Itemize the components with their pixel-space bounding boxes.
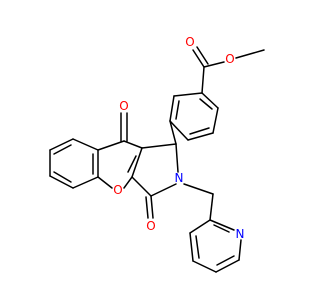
atom-label-text: O (119, 99, 128, 113)
bond-benzene-4 (187, 132, 214, 141)
bond-carbonyl-ring (201, 66, 205, 94)
bond-benzene-2-inner (175, 100, 180, 120)
bond-ring-junction-c2-inner (127, 155, 137, 173)
bond-benzene-ch (169, 120, 177, 145)
bond-lactam-o-b (145, 196, 149, 219)
bond-ch2-pyridine (209, 193, 214, 221)
bond-pyridine-3-inner (216, 255, 235, 266)
atom-label-text: N (236, 227, 245, 241)
bond-c6-c5 (49, 138, 74, 151)
bond-pyridine-4 (192, 260, 217, 273)
bond-benzene-6-inner (199, 98, 213, 110)
bond-c6-c5-inner (53, 144, 72, 155)
bond-pyridine-5-inner (195, 235, 200, 259)
bond-carbonyl-o-double-b (196, 46, 209, 65)
bond-oether-carbonyl (203, 61, 225, 68)
bond-carbonyl-o-double-a (192, 49, 205, 68)
atom-label-text: O (225, 52, 234, 66)
bonds (49, 46, 265, 273)
bond-c2-ring-o (123, 176, 133, 189)
atom-ester-ether-oxygen: O (225, 52, 234, 66)
bond-n-ch2 (183, 183, 214, 195)
atom-label-text: O (146, 219, 155, 233)
bond-pyridine-1 (209, 219, 235, 231)
atom-pyran-ring-oxygen: O (113, 183, 122, 197)
bond-c8a-c8 (72, 176, 99, 189)
bond-benzene-2 (169, 95, 175, 122)
bond-pyridine-3 (215, 259, 240, 273)
bond-ring-o-c8a (97, 176, 113, 189)
bond-methyl-oether (235, 49, 265, 59)
bond-n-lactam-carbon (150, 183, 177, 197)
bond-benzene-3 (169, 120, 189, 141)
atom-labels: O O O O O N N (113, 35, 244, 241)
atom-lactam-oxygen: O (146, 219, 155, 233)
atom-pyridine-nitrogen: N (236, 227, 245, 241)
atom-lactam-nitrogen: N (175, 171, 184, 185)
atom-ester-carbonyl-oxygen: O (185, 35, 194, 49)
bond-ring-junction-c4 (123, 140, 143, 149)
bond-ch-n (175, 143, 179, 173)
bond-pyridine-6 (189, 219, 211, 234)
molecule-structure-diagram: O O O O O N N (49, 35, 265, 273)
bond-benzene-5 (212, 107, 219, 134)
bond-c4-c4a (97, 140, 125, 151)
bond-pyridine-2 (238, 239, 242, 261)
bond-c8-c7-inner (53, 171, 72, 183)
atom-label-text: O (113, 183, 122, 197)
bond-c8-c7 (49, 175, 74, 189)
bond-ch-ring-junction (141, 143, 177, 149)
bond-benzene-4-inner (189, 127, 210, 135)
bond-ring-junction-c2 (131, 147, 143, 178)
bond-lactam-o-a (150, 195, 154, 219)
atom-label-text: N (175, 171, 184, 185)
bond-pyridine-1-inner (213, 224, 230, 233)
bond-lactam-carbon-c2 (131, 176, 152, 197)
bond-benzene-1 (173, 92, 203, 97)
bond-c5-c4a (72, 138, 99, 151)
atom-label-text: O (185, 35, 194, 49)
bond-benzene-6 (201, 92, 219, 109)
atom-chromone-ketone-oxygen: O (119, 99, 128, 113)
bond-pyridine-5 (189, 232, 194, 262)
